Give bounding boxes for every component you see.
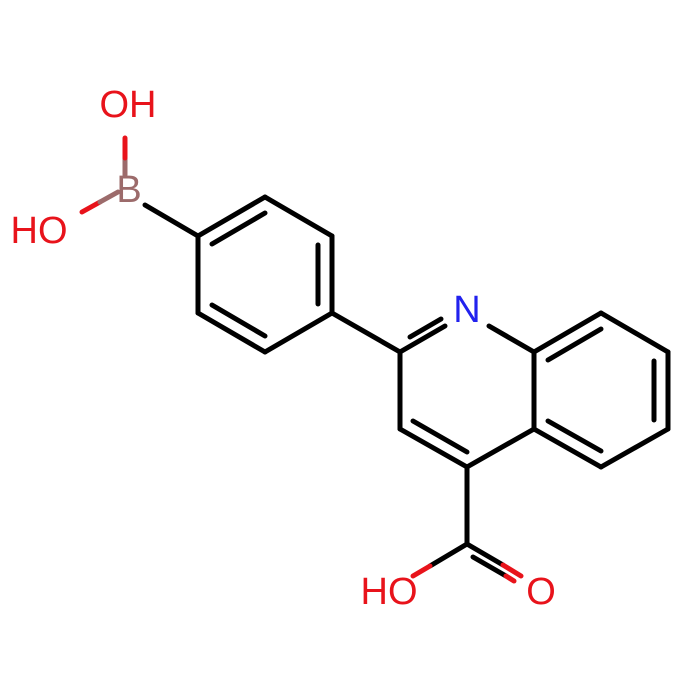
phenyl-bond-4: [262, 310, 335, 355]
carboxylic-acid-bonds: [410, 464, 524, 584]
benzo-bond-1: [531, 310, 604, 355]
oh-left-bond: [79, 199, 103, 215]
quinoline-n1-c2: [397, 323, 448, 355]
nitrogen-label: N: [453, 289, 480, 331]
benzo-bond-5: [531, 426, 604, 470]
carbonyl-bond-outer-o: [500, 562, 524, 579]
benzo-double-3: [545, 418, 604, 454]
carbon-oh-bond: [427, 541, 470, 569]
boronic-acid-bonds: [79, 135, 201, 239]
carbonyl-bond-inner: [470, 554, 509, 579]
quinoline-c3-c4: [397, 426, 470, 470]
carboxyl-oxygen-label: O: [526, 571, 556, 613]
phenyl-bond-1: [195, 194, 268, 239]
b-phenyl-bond: [142, 202, 201, 239]
quinoline-double-c2-n1: [407, 316, 444, 340]
biaryl-bond: [329, 310, 403, 355]
b-oh-bond-left: [97, 189, 121, 205]
phenyl-bond-5: [195, 310, 268, 355]
hydroxyl-left-label: HO: [11, 210, 68, 252]
phenyl-double-3: [209, 302, 268, 339]
quinoline-c4-c4a: [464, 426, 537, 470]
carbonyl-bond-inner-o: [503, 573, 517, 584]
quinoline-c8a-n1: [486, 323, 537, 355]
hydroxyl-top-label: OH: [100, 84, 157, 126]
phenyl-double-1: [209, 210, 268, 247]
phenyl-bond-2: [262, 194, 335, 239]
benzo-bond-2: [598, 310, 671, 355]
oh-bond-segment: [410, 563, 433, 579]
carbonyl-bond-outer: [464, 541, 506, 568]
quinoline-double-c3-c4: [410, 418, 470, 455]
atom-labels: OH HO B N HO O: [11, 84, 556, 613]
benzo-bond-4: [598, 426, 671, 470]
boron-label: B: [116, 169, 141, 211]
phenyl-ring: [195, 194, 335, 355]
carboxyl-hydroxyl-label: HO: [361, 571, 418, 613]
quinoline-core: [397, 310, 671, 470]
benzo-double-1: [545, 326, 604, 363]
